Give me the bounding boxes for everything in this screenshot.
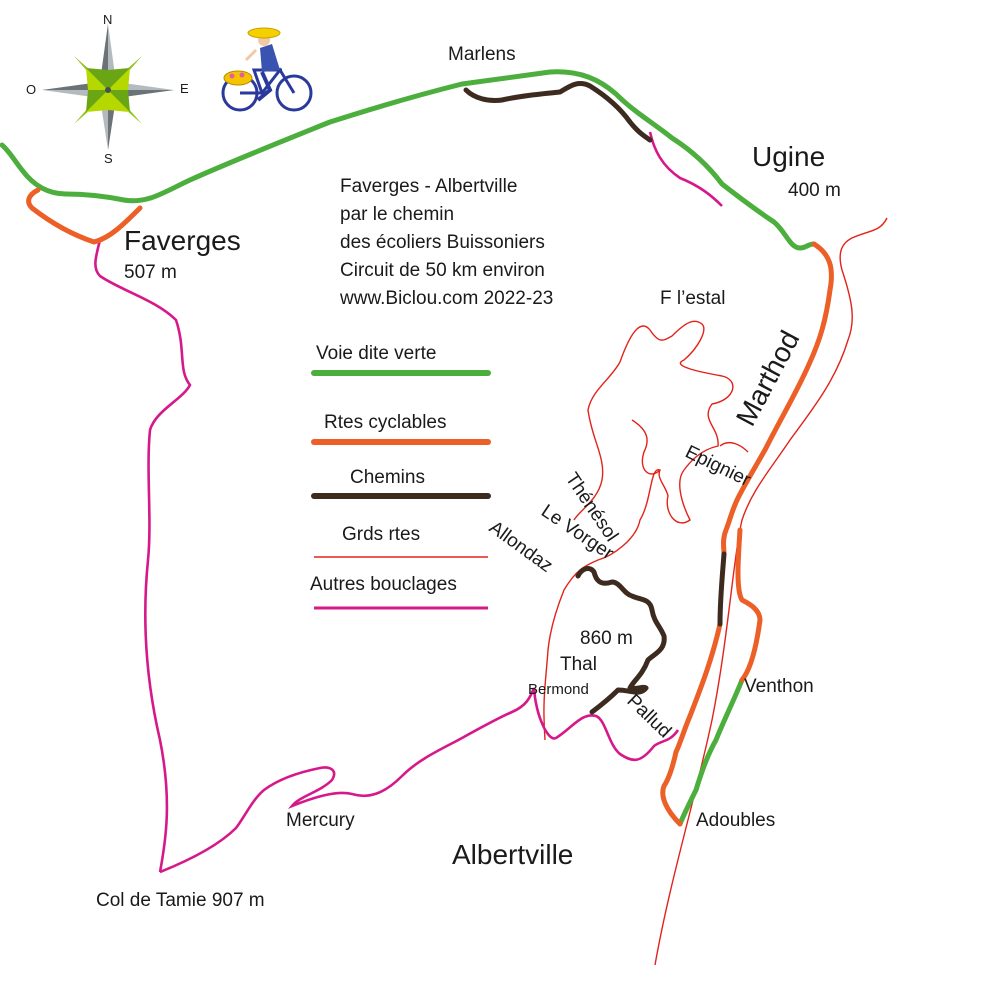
place-col-tamie: Col de Tamie 907 m: [96, 890, 265, 911]
legend: Voie dite verte Rtes cyclables Chemins G…: [310, 343, 491, 610]
title-line-1: Faverges - Albertville: [340, 176, 517, 197]
autres-bouclages-routes: [94, 131, 723, 874]
place-venthon: Venthon: [744, 676, 814, 697]
title-block: Faverges - Albertville par le chemin des…: [339, 176, 553, 309]
place-alt-860: 860 m: [580, 628, 633, 649]
cyclist-logo-icon: [221, 27, 313, 112]
place-allondaz: Allondaz: [485, 517, 556, 577]
compass-north-label: N: [103, 12, 112, 27]
place-epignier: Epignier: [682, 442, 754, 492]
chemins-routes: [463, 81, 727, 715]
legend-label-chemins: Chemins: [350, 467, 425, 488]
compass-east-label: E: [180, 81, 189, 96]
place-adoubles: Adoubles: [696, 810, 775, 831]
place-mercury: Mercury: [286, 810, 355, 831]
place-festal: F l’estal: [660, 288, 725, 309]
title-line-4: Circuit de 50 km environ: [340, 260, 545, 281]
legend-label-grds-rtes: Grds rtes: [342, 524, 420, 545]
title-line-3: des écoliers Buissoniers: [340, 232, 545, 253]
place-albertville: Albertville: [452, 839, 573, 870]
voie-verte-routes: [0, 69, 817, 827]
rtes-cyclables-routes: [26, 187, 834, 827]
title-line-5: www.Biclou.com 2022-23: [339, 288, 553, 309]
place-labels: Marlens Ugine 400 m Faverges 507 m F l’e…: [96, 44, 841, 911]
compass-west-label: O: [26, 82, 36, 97]
grds-rtes-routes: [543, 217, 888, 966]
place-faverges-alt: 507 m: [124, 262, 177, 283]
place-ugine: Ugine: [752, 141, 825, 172]
place-ugine-alt: 400 m: [788, 180, 841, 201]
place-marthod: Marthod: [730, 326, 806, 431]
legend-label-voie-verte: Voie dite verte: [316, 343, 436, 364]
title-line-2: par le chemin: [340, 204, 454, 225]
compass-south-label: S: [104, 151, 113, 166]
place-pallud: Pallud: [623, 690, 676, 742]
legend-label-rtes-cyclables: Rtes cyclables: [324, 412, 447, 433]
place-marlens: Marlens: [448, 44, 516, 65]
place-bermond: Bermond: [528, 681, 589, 698]
place-thal: Thal: [560, 654, 597, 675]
compass-rose-icon: N S E O: [26, 12, 189, 166]
legend-label-autres-bouclages: Autres bouclages: [310, 574, 457, 595]
place-faverges: Faverges: [124, 225, 241, 256]
